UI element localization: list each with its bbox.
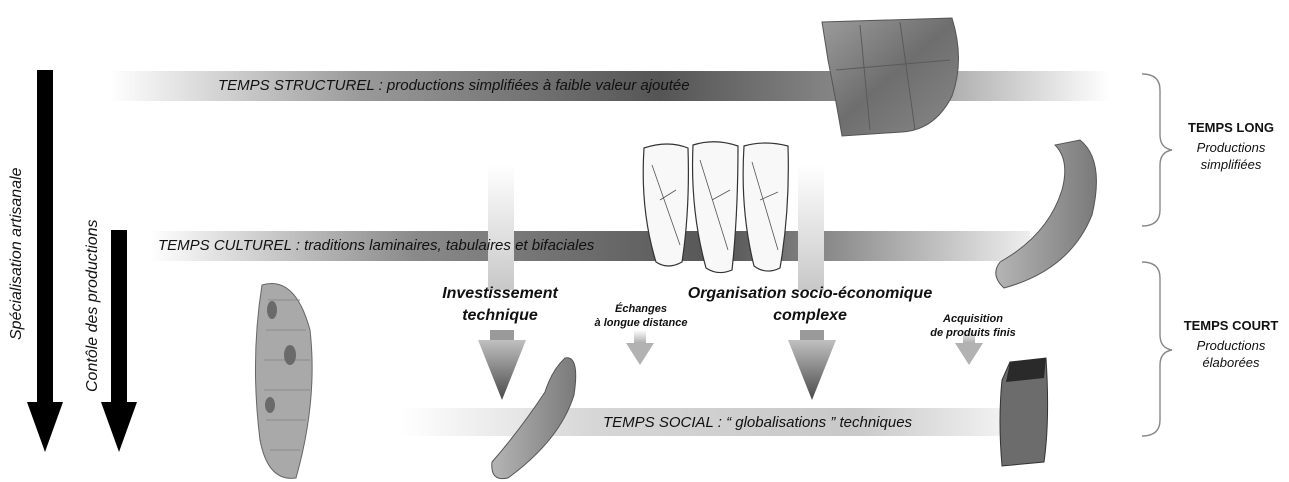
temps-court-title: TEMPS COURT <box>1183 318 1279 333</box>
echanges-line-2: à longue distance <box>594 317 688 329</box>
band-culturel-label: TEMPS CULTUREL : traditions laminaires, … <box>158 237 595 254</box>
brace-temps-court <box>1141 261 1173 437</box>
echanges-arrow <box>626 330 654 365</box>
temps-long-sub-2: simplifiées <box>1200 157 1262 172</box>
artefact-long-blade-left <box>254 283 313 479</box>
controle-label: Contôle des productions <box>84 219 101 392</box>
investissement-line-2: technique <box>462 307 538 324</box>
organisation-line-2: complexe <box>773 307 847 324</box>
temps-court-group: TEMPS COURT Productions élaborées <box>1176 318 1286 371</box>
specialisation-label: Spécialisation artisanale <box>8 167 25 340</box>
investissement-line-1: Investissement <box>442 285 558 302</box>
band-social <box>400 408 1050 436</box>
band-culturel <box>150 231 1030 261</box>
investissement-arrow <box>478 330 526 400</box>
organisation-arrow <box>788 330 836 400</box>
investissement-label: Investissement technique <box>430 283 570 327</box>
temps-long-sub-1: Productions <box>1196 140 1266 155</box>
acquisition-line-2: de produits finis <box>930 327 1016 339</box>
controle-arrow <box>101 230 137 452</box>
band-structurel-label: TEMPS STRUCTUREL : productions simplifié… <box>218 77 690 94</box>
organisation-label: Organisation socio-économique complexe <box>680 283 940 327</box>
organisation-line-1: Organisation socio-économique <box>687 285 933 302</box>
artefact-culturel-crescent <box>995 139 1097 289</box>
brace-temps-long <box>1141 73 1173 227</box>
artefact-social-block <box>999 357 1049 467</box>
artefact-structurel-flake <box>821 17 959 137</box>
specialisation-arrow <box>27 70 63 452</box>
artefact-social-curved-blade <box>491 357 577 480</box>
artefact-blades-drawing <box>642 141 789 274</box>
temps-long-title: TEMPS LONG <box>1188 120 1274 135</box>
temps-court-sub-1: Productions <box>1196 338 1266 353</box>
band-social-label: TEMPS SOCIAL : “ globalisations ” techni… <box>603 414 913 431</box>
acquisition-label: Acquisition de produits finis <box>918 312 1028 340</box>
echanges-label: Échanges à longue distance <box>586 302 696 330</box>
connector-organisation <box>798 165 824 290</box>
temps-long-group: TEMPS LONG Productions simplifiées <box>1176 120 1286 173</box>
acquisition-line-1: Acquisition <box>943 313 1003 325</box>
echanges-line-1: Échanges <box>615 303 667 315</box>
acquisition-arrow <box>955 330 983 365</box>
temps-court-sub-2: élaborées <box>1202 355 1260 370</box>
connector-investissement <box>488 165 514 290</box>
